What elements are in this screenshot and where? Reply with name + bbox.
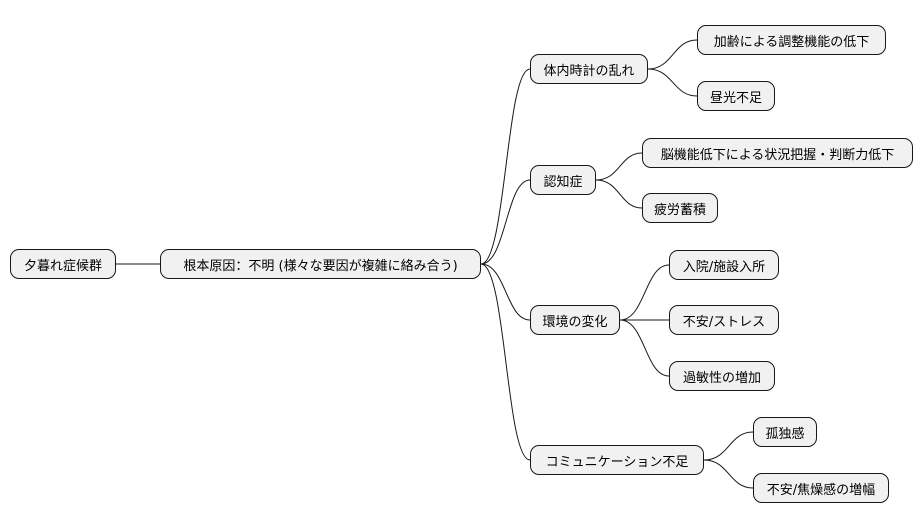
edge-dementia-fatigue xyxy=(595,179,643,209)
leaf-node-brain-function: 脳機能低下による状況把握・判断力低下 xyxy=(642,138,913,168)
edge-comm-loneliness xyxy=(703,431,754,461)
leaf-node-daylight-shortage: 昼光不足 xyxy=(697,81,775,111)
edge-dementia-brain xyxy=(595,152,643,181)
edge-cause-branch-clock xyxy=(480,68,531,265)
branch-node-communication: コミュニケーション不足 xyxy=(530,445,704,475)
edge-clock-aging xyxy=(647,39,698,70)
cause-node: 根本原因：不明 (様々な要因が複雑に絡み合う) xyxy=(160,249,481,279)
edge-comm-agitation xyxy=(703,459,754,489)
leaf-node-anxiety-stress: 不安/ストレス xyxy=(669,305,779,335)
branch-node-environment: 環境の変化 xyxy=(530,305,620,335)
leaf-node-hypersensitivity: 過敏性の増加 xyxy=(669,361,775,391)
leaf-node-loneliness: 孤独感 xyxy=(753,417,817,447)
edge-cause-branch-communication xyxy=(480,263,531,461)
leaf-node-fatigue: 疲労蓄積 xyxy=(642,193,718,223)
branch-node-body-clock: 体内時計の乱れ xyxy=(530,54,648,84)
root-node: 夕暮れ症候群 xyxy=(10,249,116,279)
leaf-node-aging-regulation: 加齢による調整機能の低下 xyxy=(697,25,886,55)
edge-cause-branch-dementia xyxy=(480,179,531,265)
edge-cause-branch-environment xyxy=(480,263,531,321)
edge-env-hospital xyxy=(619,264,670,321)
leaf-node-hospitalization: 入院/施設入所 xyxy=(669,250,779,280)
leaf-node-agitation: 不安/焦燥感の増幅 xyxy=(753,473,889,503)
edge-env-sensitivity xyxy=(619,319,670,377)
edge-clock-daylight xyxy=(647,68,698,97)
branch-node-dementia: 認知症 xyxy=(530,165,596,195)
